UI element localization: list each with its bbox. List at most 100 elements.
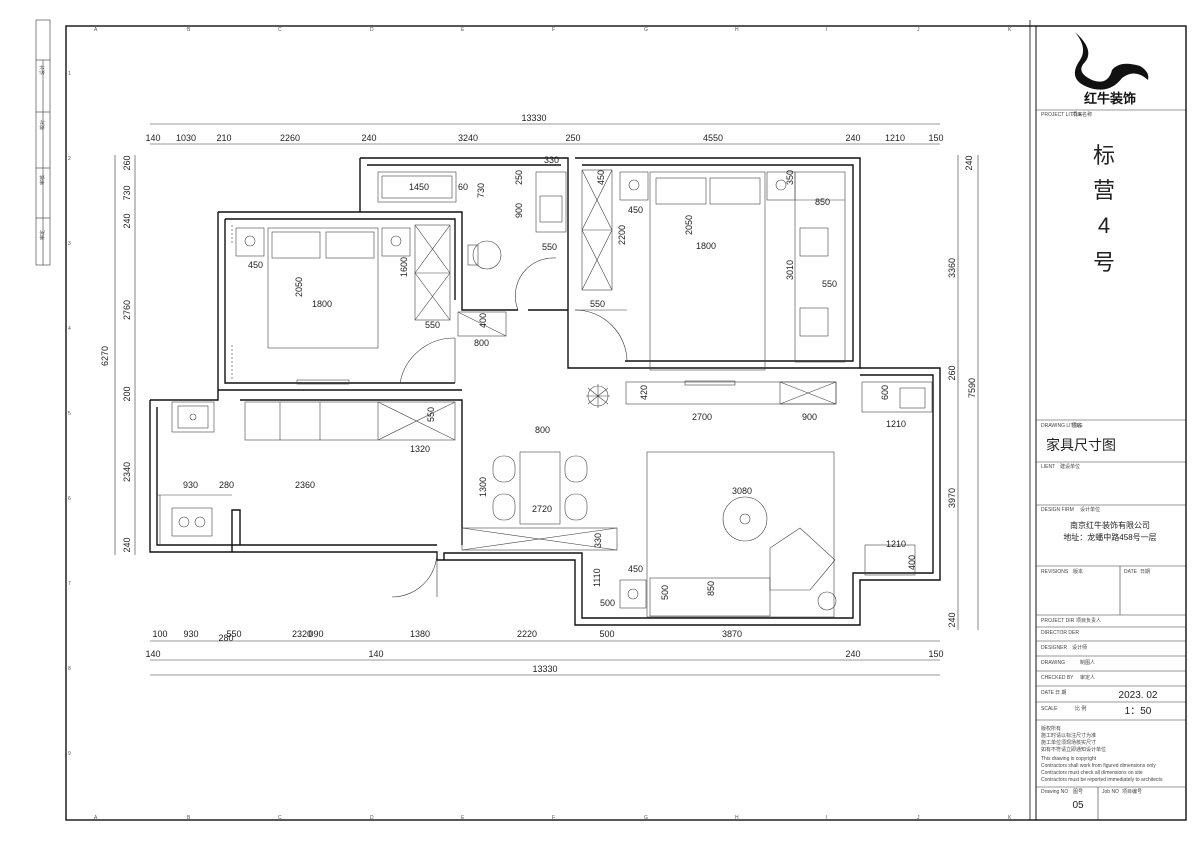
svg-text:090: 090 [308, 629, 323, 639]
design-firm-name: 南京红牛装饰有限公司 [1070, 520, 1150, 530]
svg-text:项目负责人: 项目负责人 [1076, 617, 1101, 624]
svg-text:2050: 2050 [684, 215, 694, 235]
svg-text:260: 260 [947, 365, 957, 380]
date-value: 2023. 02 [1119, 690, 1158, 701]
interior-dimensions: 330 250 1450 60 730 900 550 450 2200 205… [183, 155, 917, 608]
svg-text:Contractors shall work from fi: Contractors shall work from figured dime… [1041, 763, 1156, 769]
svg-text:550: 550 [542, 242, 557, 252]
svg-text:3970: 3970 [947, 488, 957, 508]
svg-text:1210: 1210 [886, 419, 906, 429]
svg-text:J: J [917, 27, 920, 33]
right-dimensions: 240 3360 260 3970 240 7590 [947, 155, 979, 630]
drawing-title: 家具尺寸图 [1046, 437, 1116, 453]
svg-text:200: 200 [122, 386, 132, 401]
inner-frame [65, 25, 1187, 821]
svg-text:2700: 2700 [692, 412, 712, 422]
svg-text:1320: 1320 [410, 444, 430, 454]
bottom-dimensions: 100 930 550 280 2320 090 1380 2220 500 3… [145, 629, 944, 676]
svg-text:图号: 图号 [1073, 789, 1083, 795]
svg-text:图名: 图名 [1072, 422, 1082, 429]
svg-text:项目名称: 项目名称 [1072, 111, 1092, 118]
svg-text:330: 330 [593, 533, 603, 548]
svg-text:2720: 2720 [532, 504, 552, 514]
svg-text:A: A [94, 27, 98, 33]
svg-text:2360: 2360 [295, 480, 315, 490]
svg-text:REVISIONS: REVISIONS [1041, 569, 1069, 575]
svg-text:审定人: 审定人 [1080, 674, 1095, 681]
svg-text:E: E [461, 815, 465, 821]
svg-text:1600: 1600 [399, 257, 409, 277]
svg-text:B: B [187, 27, 191, 33]
svg-text:9: 9 [68, 751, 71, 757]
svg-text:450: 450 [628, 564, 643, 574]
svg-text:D: D [370, 815, 374, 821]
svg-text:900: 900 [802, 412, 817, 422]
svg-text:K: K [1008, 815, 1012, 821]
company-logo [1074, 32, 1149, 90]
svg-text:2200: 2200 [617, 225, 627, 245]
project-name-char: 号 [1093, 250, 1115, 275]
svg-text:Contractors must be reported i: Contractors must be reported immediately… [1041, 777, 1163, 783]
svg-text:C: C [278, 815, 282, 821]
svg-text:280: 280 [218, 633, 233, 643]
svg-text:500: 500 [660, 585, 670, 600]
svg-text:设计师: 设计师 [1072, 644, 1087, 651]
svg-text:4550: 4550 [703, 133, 723, 143]
svg-text:1380: 1380 [410, 629, 430, 639]
svg-text:G: G [644, 815, 648, 821]
grid-numbers-left: 1 2 3 4 5 6 7 8 9 [68, 71, 71, 757]
svg-text:800: 800 [535, 425, 550, 435]
svg-text:设计单位: 设计单位 [1080, 506, 1100, 513]
svg-text:7: 7 [68, 581, 71, 587]
svg-text:施工时请以标注尺寸为准: 施工时请以标注尺寸为准 [1041, 732, 1096, 739]
svg-text:3240: 3240 [458, 133, 478, 143]
bathroom-fixtures [377, 171, 567, 337]
svg-text:H: H [735, 815, 739, 821]
svg-text:400: 400 [478, 313, 488, 328]
svg-text:930: 930 [183, 629, 198, 639]
svg-text:140: 140 [368, 649, 383, 659]
svg-text:210: 210 [216, 133, 231, 143]
svg-text:850: 850 [815, 197, 830, 207]
svg-text:1300: 1300 [478, 477, 488, 497]
grid-letters-top: A B C D E F G H I J K [94, 27, 1012, 33]
svg-text:2220: 2220 [517, 629, 537, 639]
svg-text:240: 240 [122, 213, 132, 228]
grid-letters-bottom: A B C D E F G H I J K [94, 815, 1012, 821]
left-total-dim: 6270 [100, 346, 110, 366]
svg-text:LIENT: LIENT [1041, 464, 1055, 470]
svg-text:2340: 2340 [122, 462, 132, 482]
living-furniture [586, 380, 933, 618]
svg-text:350: 350 [785, 170, 795, 185]
svg-text:150: 150 [928, 649, 943, 659]
svg-text:550: 550 [226, 629, 241, 639]
svg-text:450: 450 [628, 205, 643, 215]
design-firm-address: 地址：龙蟠中路458号一层 [1063, 532, 1156, 542]
svg-text:240: 240 [361, 133, 376, 143]
svg-text:1: 1 [68, 71, 71, 77]
svg-text:1800: 1800 [696, 241, 716, 251]
svg-text:2050: 2050 [294, 277, 304, 297]
svg-text:2320: 2320 [292, 629, 312, 639]
stamp-label: 校对 [39, 120, 46, 130]
svg-text:60: 60 [458, 182, 468, 192]
svg-text:I: I [826, 27, 827, 33]
svg-text:1210: 1210 [886, 539, 906, 549]
svg-text:330: 330 [544, 155, 559, 165]
svg-text:730: 730 [122, 185, 132, 200]
svg-text:140: 140 [145, 649, 160, 659]
right-bedroom-furniture [581, 169, 846, 371]
svg-text:100: 100 [152, 629, 167, 639]
svg-text:DIRECTOR DER: DIRECTOR DER [1041, 630, 1079, 636]
doors [391, 257, 628, 598]
svg-text:550: 550 [425, 320, 440, 330]
svg-text:8: 8 [68, 666, 71, 672]
svg-text:6: 6 [68, 496, 71, 502]
kitchen-fixtures [157, 401, 456, 545]
svg-text:1800: 1800 [312, 299, 332, 309]
dining-furniture [461, 451, 618, 551]
left-bedroom-furniture [231, 224, 451, 385]
svg-text:日 期: 日 期 [1055, 690, 1066, 696]
stamp-label: 审定 [39, 230, 46, 240]
